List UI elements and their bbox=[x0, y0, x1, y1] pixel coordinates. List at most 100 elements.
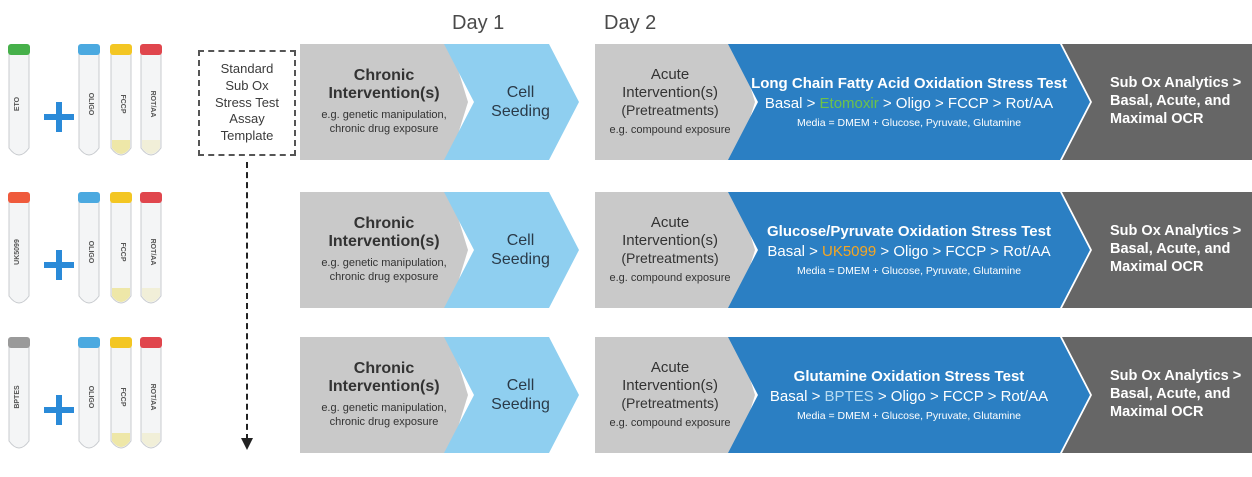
stress-test-title: Glutamine Oxidation Stress Test bbox=[793, 368, 1025, 385]
tube-cap bbox=[140, 44, 162, 55]
cell-seeding-label: Cell Seeding bbox=[491, 231, 550, 268]
workflow-row: BPTES OLIGO FCCP ROT/AA Chronic Intervention… bbox=[0, 337, 1252, 477]
chronic-content: Chronic Intervention(s) e.g. genetic mani… bbox=[321, 215, 446, 285]
stress-test-content: Long Chain Fatty Acid Oxidation Stress T… bbox=[751, 75, 1067, 129]
tube-cap bbox=[8, 192, 30, 203]
tube-cap bbox=[140, 192, 162, 203]
tube-group: ETO OLIGO FCCP ROT/AA bbox=[8, 44, 162, 156]
sequence-prefix: Basal > bbox=[767, 243, 822, 260]
reagent-tube: BPTES bbox=[8, 337, 30, 449]
chronic-subtitle: e.g. genetic manipulation, chronic drug … bbox=[321, 256, 447, 284]
plus-icon bbox=[44, 250, 74, 280]
reagent-tube: FCCP bbox=[110, 337, 132, 449]
chronic-intervention-step: Chronic Intervention(s) e.g. genetic mani… bbox=[300, 337, 468, 453]
analytics-step: Sub Ox Analytics > Basal, Acute, and Max… bbox=[1062, 44, 1252, 160]
tube-cap bbox=[78, 192, 100, 203]
acute-title: Acute Intervention(s) bbox=[622, 214, 718, 250]
tube-label: OLIGO bbox=[87, 93, 94, 116]
reagent-tube: ETO bbox=[8, 44, 30, 156]
tube-cap bbox=[8, 44, 30, 55]
plus-icon bbox=[44, 102, 74, 132]
tube-group: BPTES OLIGO FCCP ROT/AA bbox=[8, 337, 162, 449]
inhibitor-drug: UK5099 bbox=[822, 243, 877, 260]
acute-pretreatments: (Pretreatments) bbox=[621, 102, 719, 119]
tube-cap bbox=[110, 337, 132, 348]
acute-intervention-step: Acute Intervention(s)(Pretreatments) e.g.… bbox=[595, 192, 755, 308]
workflow-row: UK5099 OLIGO FCCP ROT/AA Chronic Interventio… bbox=[0, 192, 1252, 332]
stress-test-title: Long Chain Fatty Acid Oxidation Stress T… bbox=[751, 75, 1067, 92]
stress-test-media: Media = DMEM + Glucose, Pyruvate, Glutam… bbox=[796, 265, 1022, 277]
plus-icon bbox=[44, 395, 74, 425]
cell-seeding-label: Cell Seeding bbox=[491, 83, 550, 120]
tube-label: UK5099 bbox=[14, 239, 21, 265]
chronic-title: Chronic Intervention(s) bbox=[328, 359, 440, 396]
analytics-step: Sub Ox Analytics > Basal, Acute, and Max… bbox=[1062, 192, 1252, 308]
tube-group: UK5099 OLIGO FCCP ROT/AA bbox=[8, 192, 162, 304]
reagent-tube: ROT/AA bbox=[140, 337, 162, 449]
reagent-tube: FCCP bbox=[110, 192, 132, 304]
reagent-tube: FCCP bbox=[110, 44, 132, 156]
stress-test-title: Glucose/Pyruvate Oxidation Stress Test bbox=[767, 223, 1051, 240]
acute-content: Acute Intervention(s)(Pretreatments) e.g.… bbox=[609, 214, 740, 286]
acute-title: Acute Intervention(s) bbox=[622, 359, 718, 395]
tube-label: FCCP bbox=[119, 94, 126, 113]
chronic-title: Chronic Intervention(s) bbox=[328, 66, 440, 103]
tube-label: FCCP bbox=[119, 242, 126, 261]
reagent-tube: ROT/AA bbox=[140, 44, 162, 156]
stress-test-sequence: Basal > Etomoxir > Oligo > FCCP > Rot/AA bbox=[751, 95, 1067, 112]
cell-seeding-label: Cell Seeding bbox=[491, 376, 550, 413]
reagent-tube: UK5099 bbox=[8, 192, 30, 304]
stress-test-step: Long Chain Fatty Acid Oxidation Stress T… bbox=[728, 44, 1090, 160]
workflow-row: ETO OLIGO FCCP ROT/AA Chronic Intervention(s… bbox=[0, 44, 1252, 184]
sequence-suffix: > Oligo > FCCP > Rot/AA bbox=[876, 243, 1051, 260]
analytics-label: Sub Ox Analytics > Basal, Acute, and Max… bbox=[1110, 368, 1242, 420]
reagent-tube: OLIGO bbox=[78, 44, 100, 156]
tube-cap bbox=[78, 44, 100, 55]
reagent-tube: ROT/AA bbox=[140, 192, 162, 304]
chronic-intervention-step: Chronic Intervention(s) e.g. genetic mani… bbox=[300, 192, 468, 308]
reagent-tube: OLIGO bbox=[78, 192, 100, 304]
sequence-suffix: > Oligo > FCCP > Rot/AA bbox=[873, 388, 1049, 405]
acute-intervention-step: Acute Intervention(s)(Pretreatments) e.g.… bbox=[595, 44, 755, 160]
day-1-label: Day 1 bbox=[452, 12, 505, 34]
chronic-content: Chronic Intervention(s) e.g. genetic mani… bbox=[321, 360, 446, 430]
stress-test-media: Media = DMEM + Glucose, Pyruvate, Glutam… bbox=[796, 410, 1022, 422]
acute-intervention-step: Acute Intervention(s)(Pretreatments)e.g.… bbox=[595, 337, 755, 453]
cell-seeding-step: Cell Seeding bbox=[444, 337, 579, 453]
acute-title: Acute Intervention(s) bbox=[622, 66, 718, 102]
template-dashed-arrow bbox=[246, 162, 250, 440]
sequence-prefix: Basal > bbox=[769, 388, 825, 405]
sequence-suffix: > Oligo > FCCP > Rot/AA bbox=[878, 95, 1054, 112]
tube-label: OLIGO bbox=[87, 241, 94, 264]
tube-label: FCCP bbox=[119, 387, 126, 406]
acute-pretreatments: (Pretreatments) bbox=[621, 250, 719, 267]
sequence-prefix: Basal > bbox=[764, 95, 820, 112]
reagent-tube: OLIGO bbox=[78, 337, 100, 449]
tube-cap bbox=[78, 337, 100, 348]
acute-subtitle: e.g. compound exposure bbox=[609, 123, 731, 136]
chronic-subtitle: e.g. genetic manipulation, chronic drug … bbox=[321, 401, 447, 429]
acute-content: Acute Intervention(s)(Pretreatments) e.g.… bbox=[609, 66, 740, 138]
chronic-intervention-step: Chronic Intervention(s)e.g. genetic mani… bbox=[300, 44, 468, 160]
tube-label: ETO bbox=[14, 96, 21, 111]
tube-cap bbox=[110, 44, 132, 55]
template-arrowhead bbox=[241, 438, 253, 450]
acute-content: Acute Intervention(s)(Pretreatments)e.g.… bbox=[609, 359, 740, 431]
stress-test-sequence: Basal > BPTES > Oligo > FCCP > Rot/AA bbox=[770, 388, 1048, 405]
acute-subtitle: e.g. compound exposure bbox=[609, 416, 731, 429]
tube-cap bbox=[110, 192, 132, 203]
day-2-label: Day 2 bbox=[604, 12, 657, 34]
chronic-content: Chronic Intervention(s)e.g. genetic mani… bbox=[321, 67, 446, 137]
stress-test-sequence: Basal > UK5099 > Oligo > FCCP > Rot/AA bbox=[767, 243, 1051, 260]
inhibitor-drug: BPTES bbox=[824, 388, 874, 405]
chronic-title: Chronic Intervention(s) bbox=[328, 214, 440, 251]
analytics-step: Sub Ox Analytics > Basal, Acute, and Max… bbox=[1062, 337, 1252, 453]
tube-label: ROT/AA bbox=[149, 384, 156, 411]
acute-subtitle: e.g. compound exposure bbox=[609, 271, 731, 284]
tube-cap bbox=[8, 337, 30, 348]
inhibitor-drug: Etomoxir bbox=[819, 95, 879, 112]
